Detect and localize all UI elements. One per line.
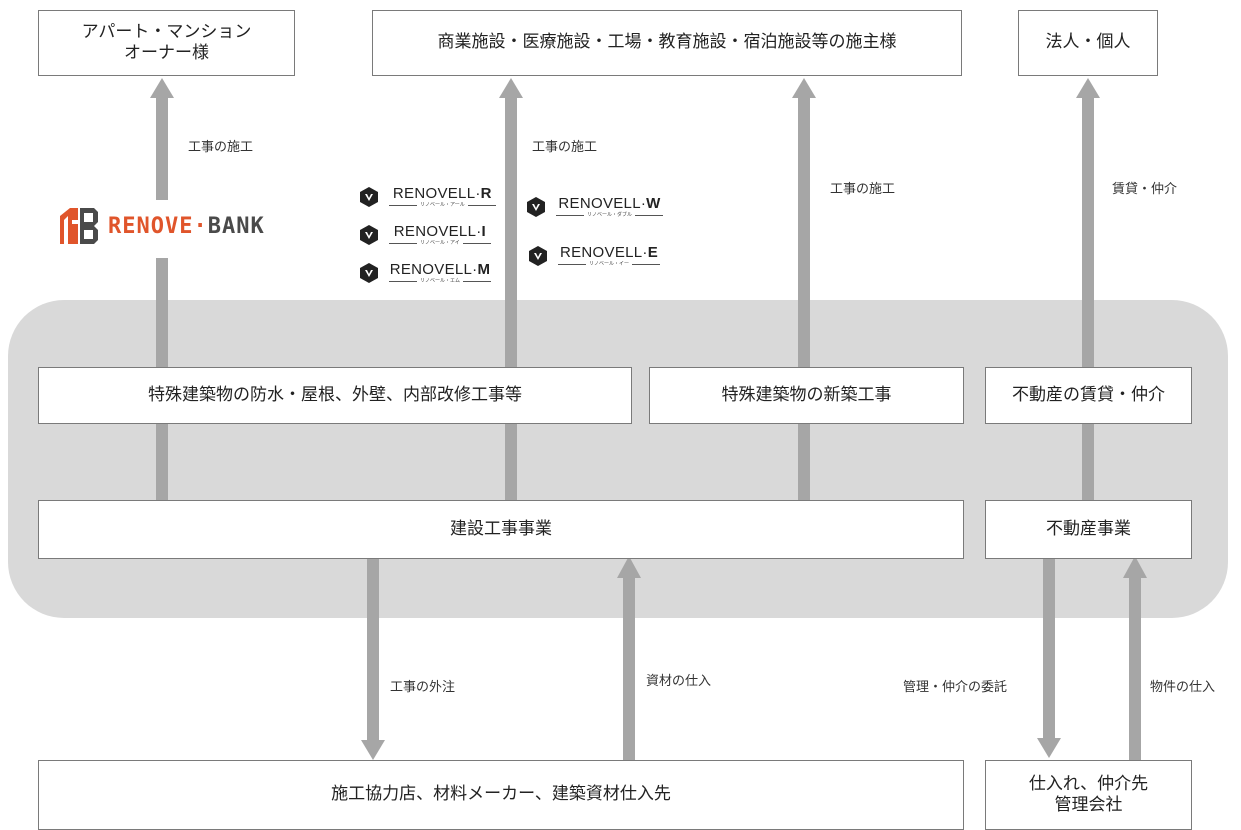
arrow-management-shaft xyxy=(1043,558,1055,740)
arrow-to-corporate xyxy=(1076,78,1100,98)
connector-construction-repair-a xyxy=(156,424,168,500)
special-repair-label: 特殊建築物の防水・屋根、外壁、内部改修工事等 xyxy=(148,384,522,405)
renovell-i-prefix: RENOVELL xyxy=(393,223,477,240)
arrow-renovebank-shaft xyxy=(156,96,168,200)
renovell-e-kana: リノベール・イー xyxy=(555,261,663,267)
label-materials: 資材の仕入 xyxy=(646,674,712,689)
special-new-box: 特殊建築物の新築工事 xyxy=(649,367,964,424)
corporate-individual-box: 法人・個人 xyxy=(1018,10,1158,76)
real-estate-lease-box: 不動産の賃貸・仲介 xyxy=(985,367,1192,424)
suppliers-label: 仕入れ、仲介先 管理会社 xyxy=(1028,773,1149,815)
renovell-hex-icon xyxy=(360,225,378,245)
renovell-i-kana: リノベール・アイ xyxy=(386,240,494,246)
arrow-renovell-shaft xyxy=(505,96,517,368)
renovell-m-kana: リノベール・エム xyxy=(386,278,494,284)
renovell-w-prefix: RENOVELL xyxy=(558,195,641,212)
renovell-hex-icon xyxy=(527,197,545,217)
company-panel xyxy=(8,300,1228,618)
renove-bank-dot: · xyxy=(193,213,208,239)
renovell-m-prefix: RENOVELL xyxy=(389,261,473,278)
arrow-management-head xyxy=(1037,738,1061,758)
label-construction-2: 工事の施工 xyxy=(532,140,598,155)
renovell-w-suffix: W xyxy=(646,195,661,212)
arrow-to-commercial-owner-2 xyxy=(792,78,816,98)
renovell-e-suffix: E xyxy=(647,244,659,261)
connector-construction-newbuild xyxy=(798,424,810,500)
renovell-i-suffix: I xyxy=(481,223,486,240)
arrow-to-apartment-owner xyxy=(150,78,174,98)
renovell-hex-icon xyxy=(360,263,378,283)
arrow-materials-head xyxy=(617,556,641,578)
label-outsourcing: 工事の外注 xyxy=(390,680,456,695)
renovell-e-prefix: RENOVELL xyxy=(559,244,643,261)
arrow-outsourcing-shaft xyxy=(367,558,379,742)
special-new-label: 特殊建築物の新築工事 xyxy=(721,384,892,405)
construction-business-box: 建設工事事業 xyxy=(38,500,964,559)
partners-label: 施工協力店、材料メーカー、建築資材仕入先 xyxy=(331,784,671,805)
renovell-hex-icon xyxy=(360,187,378,207)
arrow-newbuild-shaft xyxy=(798,96,810,368)
arrow-property-shaft xyxy=(1129,576,1141,760)
corporate-individual-label: 法人・個人 xyxy=(1045,32,1131,53)
partners-box: 施工協力店、材料メーカー、建築資材仕入先 xyxy=(38,760,964,830)
renove-bank-part1: RENOVE xyxy=(108,213,194,239)
suppliers-box: 仕入れ、仲介先 管理会社 xyxy=(985,760,1192,830)
apartment-owner-box: アパート・マンション オーナー様 xyxy=(38,10,295,76)
arrow-property-head xyxy=(1123,556,1147,578)
arrow-materials-shaft xyxy=(623,576,635,760)
connector-realestate-lease xyxy=(1082,424,1094,500)
arrow-outsourcing-head xyxy=(361,740,385,760)
label-management: 管理・仲介の委託 xyxy=(903,680,1008,695)
renove-bank-part2: BANK xyxy=(207,213,265,239)
renovell-r-suffix: R xyxy=(480,185,492,202)
label-construction-1: 工事の施工 xyxy=(188,140,254,155)
commercial-owner-label: 商業施設・医療施設・工場・教育施設・宿泊施設等の施主様 xyxy=(437,32,897,53)
construction-business-label: 建設工事事業 xyxy=(450,518,552,539)
renovell-m-suffix: M xyxy=(477,261,491,278)
arrow-to-commercial-owner-1 xyxy=(499,78,523,98)
label-lease-brokerage: 賃貸・仲介 xyxy=(1112,182,1178,197)
arrow-repair-to-logo xyxy=(156,258,168,368)
renove-bank-wordmark: RENOVE·BANK xyxy=(108,214,265,239)
commercial-owner-box: 商業施設・医療施設・工場・教育施設・宿泊施設等の施主様 xyxy=(372,10,962,76)
special-repair-box: 特殊建築物の防水・屋根、外壁、内部改修工事等 xyxy=(38,367,632,424)
real-estate-business-label: 不動産事業 xyxy=(1046,518,1131,539)
connector-construction-repair-b xyxy=(505,424,517,500)
real-estate-business-box: 不動産事業 xyxy=(985,500,1192,559)
rb-monogram-icon xyxy=(60,208,98,244)
renovell-hex-icon xyxy=(529,246,547,266)
renovell-r-prefix: RENOVELL xyxy=(392,185,476,202)
label-property-purchase: 物件の仕入 xyxy=(1150,680,1216,695)
real-estate-lease-label: 不動産の賃貸・仲介 xyxy=(1012,384,1165,405)
label-construction-3: 工事の施工 xyxy=(830,182,896,197)
renovell-r-kana: リノベール・アール xyxy=(386,202,499,208)
renove-bank-logo: RENOVE·BANK xyxy=(58,206,265,246)
renovell-w-kana: リノベール・ダブル xyxy=(553,212,666,218)
arrow-lease-shaft xyxy=(1082,96,1094,368)
apartment-owner-label: アパート・マンション オーナー様 xyxy=(81,21,252,63)
